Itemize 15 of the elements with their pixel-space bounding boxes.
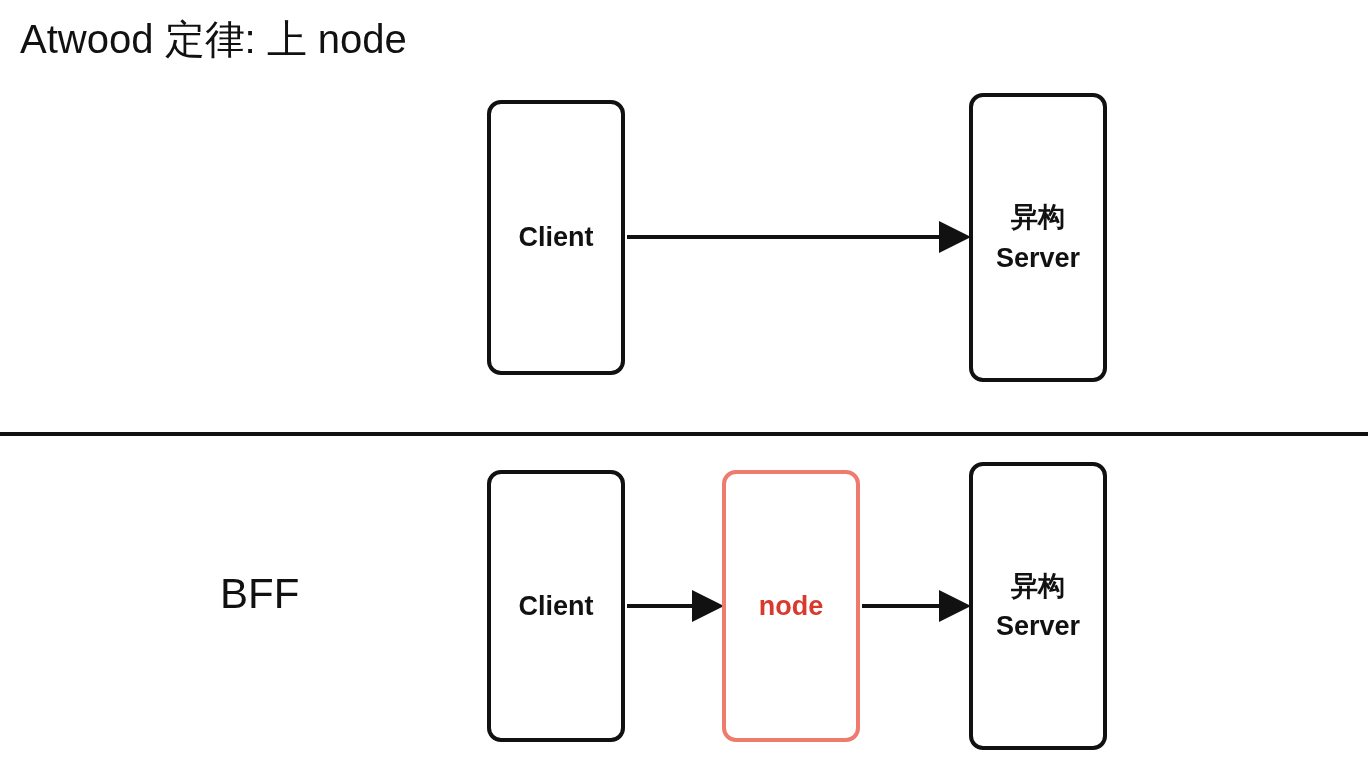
title: Atwood 定律: 上 node [20, 16, 407, 63]
box-label: Client [517, 589, 595, 623]
arrow [862, 590, 971, 622]
arrow [627, 590, 724, 622]
process-box [487, 470, 625, 742]
arrow [627, 221, 971, 253]
process-box [487, 100, 625, 375]
process-box [722, 470, 860, 742]
box-label: 异构 Server [994, 201, 1082, 275]
process-box [969, 462, 1107, 750]
box-label: Client [517, 221, 595, 255]
box-label: 异构 Server [994, 569, 1082, 643]
box-label: node [757, 589, 825, 623]
section-label: BFF [220, 570, 300, 618]
process-box [969, 93, 1107, 382]
